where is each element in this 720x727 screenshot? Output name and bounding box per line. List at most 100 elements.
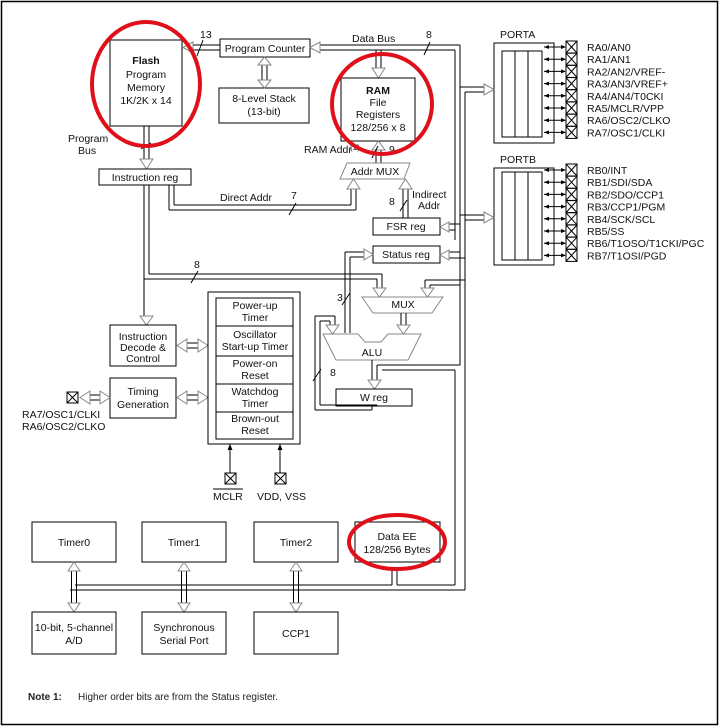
ad-line2: A/D: [65, 635, 83, 647]
timer0: Timer0: [31, 521, 117, 563]
addr-mux: [339, 162, 411, 180]
ram-line1: File: [370, 97, 387, 109]
pin-label: RA3/AN3/VREF+: [587, 79, 668, 91]
flash-line1: Program: [126, 69, 167, 81]
w-register: W reg: [335, 388, 413, 407]
pin-icon: [565, 200, 578, 214]
ram-line3: 128/256 x 8: [351, 122, 406, 134]
note-label: Note 1:: [28, 692, 62, 703]
mclr-pin-icon: [224, 472, 237, 485]
bidirectional-arrow-icon: [289, 561, 303, 613]
pin-icon: [565, 101, 578, 115]
reset-block: Power-up Timer Oscillator Start-up Timer…: [207, 291, 301, 445]
port-pin-row: RB2/SDO/CCP1: [544, 187, 664, 201]
instruction-decode-line3: Control: [126, 353, 160, 365]
flash-line3: 1K/2K x 14: [120, 95, 172, 107]
highlight-ram: [330, 52, 434, 156]
portb-pin-list: RB0/INTRB1/SDI/SDARB2/SDO/CCP1RB3/CCP1/P…: [544, 163, 705, 262]
power-on-reset-line2: Reset: [241, 370, 269, 382]
power-up-timer-line1: Power-up: [233, 300, 278, 312]
osc-pin-label-1: RA7/OSC1/CLKI: [22, 409, 100, 421]
port-pin-row: RB0/INT: [544, 163, 628, 177]
alu-label: ALU: [362, 347, 382, 359]
portb-block: PORTB: [493, 154, 555, 266]
porta-title: PORTA: [500, 29, 535, 41]
ram-line2: Registers: [356, 109, 400, 121]
vdd-vss-label: VDD, VSS: [257, 491, 306, 503]
osc-pin-icon: [66, 391, 79, 404]
timer1: Timer1: [141, 521, 227, 563]
ccp1-label: CCP1: [282, 628, 310, 640]
pin-label: RA7/OSC1/CLKI: [587, 127, 665, 139]
bus-width-8-w: 8: [330, 367, 336, 379]
peripheral-bus: [67, 561, 303, 613]
pin-label: RA0/AN0: [587, 42, 631, 54]
power-up-timer-line2: Timer: [242, 312, 269, 324]
status-reg-label: Status reg: [382, 249, 430, 261]
porta-block: PORTA: [493, 29, 555, 144]
watchdog-timer-line2: Timer: [242, 398, 269, 410]
stack-line1: 8-Level Stack: [232, 93, 296, 105]
pin-label: RB0/INT: [587, 165, 628, 177]
pin-icon: [565, 248, 578, 262]
status-register: Status reg: [372, 245, 441, 264]
osc-pin-label-2: RA6/OSC2/CLKO: [22, 421, 105, 433]
flash-line2: Memory: [127, 82, 166, 94]
highlight-data-ee: [347, 513, 447, 571]
pin-label: RA6/OSC2/CLKO: [587, 115, 670, 127]
pin-icon: [565, 236, 578, 250]
data-ee-line2: 128/256 Bytes: [363, 544, 430, 556]
port-pin-row: RB1/SDI/SDA: [544, 175, 652, 189]
instruction-decode-line1: Instruction: [119, 331, 168, 343]
timer0-label: Timer0: [58, 537, 90, 549]
instruction-register: Instruction reg: [98, 168, 192, 186]
stack: 8-Level Stack (13-bit): [218, 87, 310, 124]
pin-label: RA2/AN2/VREF-: [587, 66, 666, 78]
brown-out-reset-line1: Brown-out: [231, 413, 279, 425]
note-text: Higher order bits are from the Status re…: [78, 692, 278, 703]
direct-addr-label: Direct Addr: [220, 192, 272, 204]
synchronous-serial-port: Synchronous Serial Port: [141, 611, 227, 655]
pin-icon: [565, 175, 578, 189]
pin-icon: [565, 52, 578, 66]
pin-label: RB5/SS: [587, 226, 624, 238]
addr-mux-label: Addr MUX: [351, 166, 399, 178]
bus-width-9: 9: [389, 144, 395, 156]
flash-title: Flash: [132, 55, 159, 67]
bidirectional-arrow-icon: [67, 561, 81, 613]
port-pin-row: RA0/AN0: [544, 40, 631, 54]
vdd-pin-icon: [274, 472, 287, 485]
pin-icon: [565, 212, 578, 226]
w-reg-label: W reg: [360, 392, 388, 404]
mclr-label: MCLR: [213, 491, 243, 503]
pin-icon: [565, 77, 578, 91]
power-on-reset-line1: Power-on: [233, 358, 278, 370]
pin-label: RB1/SDI/SDA: [587, 177, 652, 189]
port-pin-row: RA4/AN4/T0CKI: [544, 89, 663, 103]
pin-label: RB6/T1OSO/T1CKI/PGC: [587, 238, 705, 250]
pin-label: RB3/CCP1/PGM: [587, 202, 665, 214]
mux: [361, 296, 444, 314]
brown-out-reset-line2: Reset: [241, 425, 269, 437]
bus-width-8-indirect: 8: [389, 196, 395, 208]
program-bus-label-1: Program: [68, 133, 109, 145]
pin-label: RB4/SCK/SCL: [587, 214, 655, 226]
pin-icon: [565, 89, 578, 103]
ad-line1: 10-bit, 5-channel: [35, 622, 113, 634]
bus-width-3: 3: [337, 292, 343, 304]
timer2: Timer2: [253, 521, 339, 563]
ssp-line1: Synchronous: [153, 622, 214, 634]
ssp-line2: Serial Port: [159, 635, 208, 647]
pin-icon: [565, 64, 578, 78]
instruction-reg-label: Instruction reg: [112, 172, 179, 184]
pin-icon: [565, 40, 578, 54]
bus-width-8-mid: 8: [194, 259, 200, 271]
port-pin-row: RB5/SS: [544, 224, 624, 238]
pin-icon: [565, 113, 578, 127]
port-pin-row: RA1/AN1: [544, 52, 631, 66]
ram-title: RAM: [366, 85, 390, 97]
bus-width-8-top: 8: [426, 29, 432, 41]
port-pin-row: RB3/CCP1/PGM: [544, 200, 665, 214]
program-counter: Program Counter: [219, 38, 311, 58]
osc-startup-timer-line2: Start-up Timer: [222, 341, 289, 353]
